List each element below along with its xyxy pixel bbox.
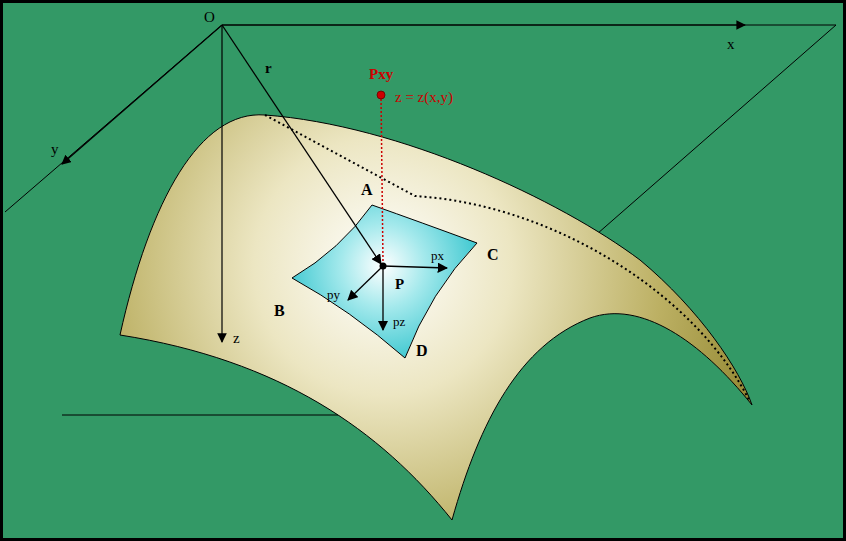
vector-label: pz	[392, 314, 406, 329]
point-label: Pxy	[368, 66, 394, 83]
corner-label: C	[486, 246, 500, 264]
vector-label: px	[430, 248, 445, 263]
vector-label: r	[264, 60, 273, 77]
axis-label: y	[50, 141, 60, 158]
corner-label: A	[360, 181, 374, 199]
point-label: P	[394, 276, 405, 293]
vectors	[222, 25, 447, 330]
equation-label: z = z(x,y)	[394, 89, 454, 106]
surface-patch	[292, 205, 477, 358]
surface	[120, 115, 752, 520]
projection-point	[377, 91, 385, 99]
dotted-section	[265, 115, 750, 402]
corner-label: B	[273, 302, 286, 320]
projection-line	[381, 95, 383, 262]
point-p	[380, 263, 387, 270]
background	[3, 3, 843, 538]
origin-label: O	[203, 9, 216, 26]
vector-label: py	[326, 287, 341, 302]
axis-label: z	[232, 330, 241, 347]
corner-label: D	[415, 342, 429, 360]
axis-label: x	[726, 36, 736, 53]
